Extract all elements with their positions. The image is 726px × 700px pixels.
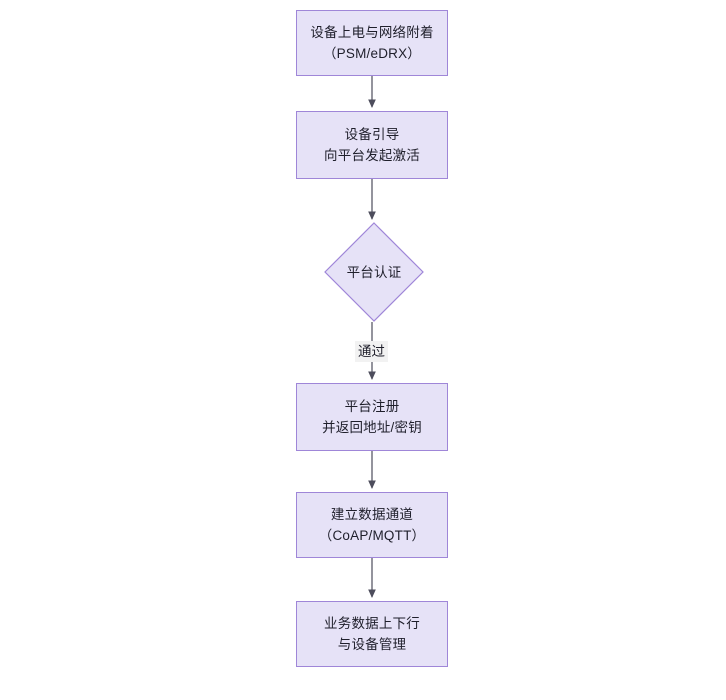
node-power-on-label: 设备上电与网络附着 （PSM/eDRX） <box>310 25 434 61</box>
node-business-data-label: 业务数据上下行 与设备管理 <box>324 616 420 652</box>
diamond-shape-icon <box>324 222 424 322</box>
node-power-on[interactable]: 设备上电与网络附着 （PSM/eDRX） <box>296 10 448 76</box>
edge-label-pass-text: 通过 <box>358 344 385 359</box>
node-platform-register[interactable]: 平台注册 并返回地址/密钥 <box>296 383 448 451</box>
node-business-data[interactable]: 业务数据上下行 与设备管理 <box>296 601 448 667</box>
node-bootstrap[interactable]: 设备引导 向平台发起激活 <box>296 111 448 179</box>
node-bootstrap-label: 设备引导 向平台发起激活 <box>324 127 420 163</box>
node-data-channel[interactable]: 建立数据通道 （CoAP/MQTT） <box>296 492 448 558</box>
node-platform-auth-label: 平台认证 <box>346 264 402 280</box>
node-platform-auth[interactable]: 平台认证 <box>324 222 424 322</box>
node-platform-register-label: 平台注册 并返回地址/密钥 <box>322 399 422 435</box>
node-data-channel-label: 建立数据通道 （CoAP/MQTT） <box>318 507 426 543</box>
edge-label-pass: 通过 <box>355 341 388 362</box>
